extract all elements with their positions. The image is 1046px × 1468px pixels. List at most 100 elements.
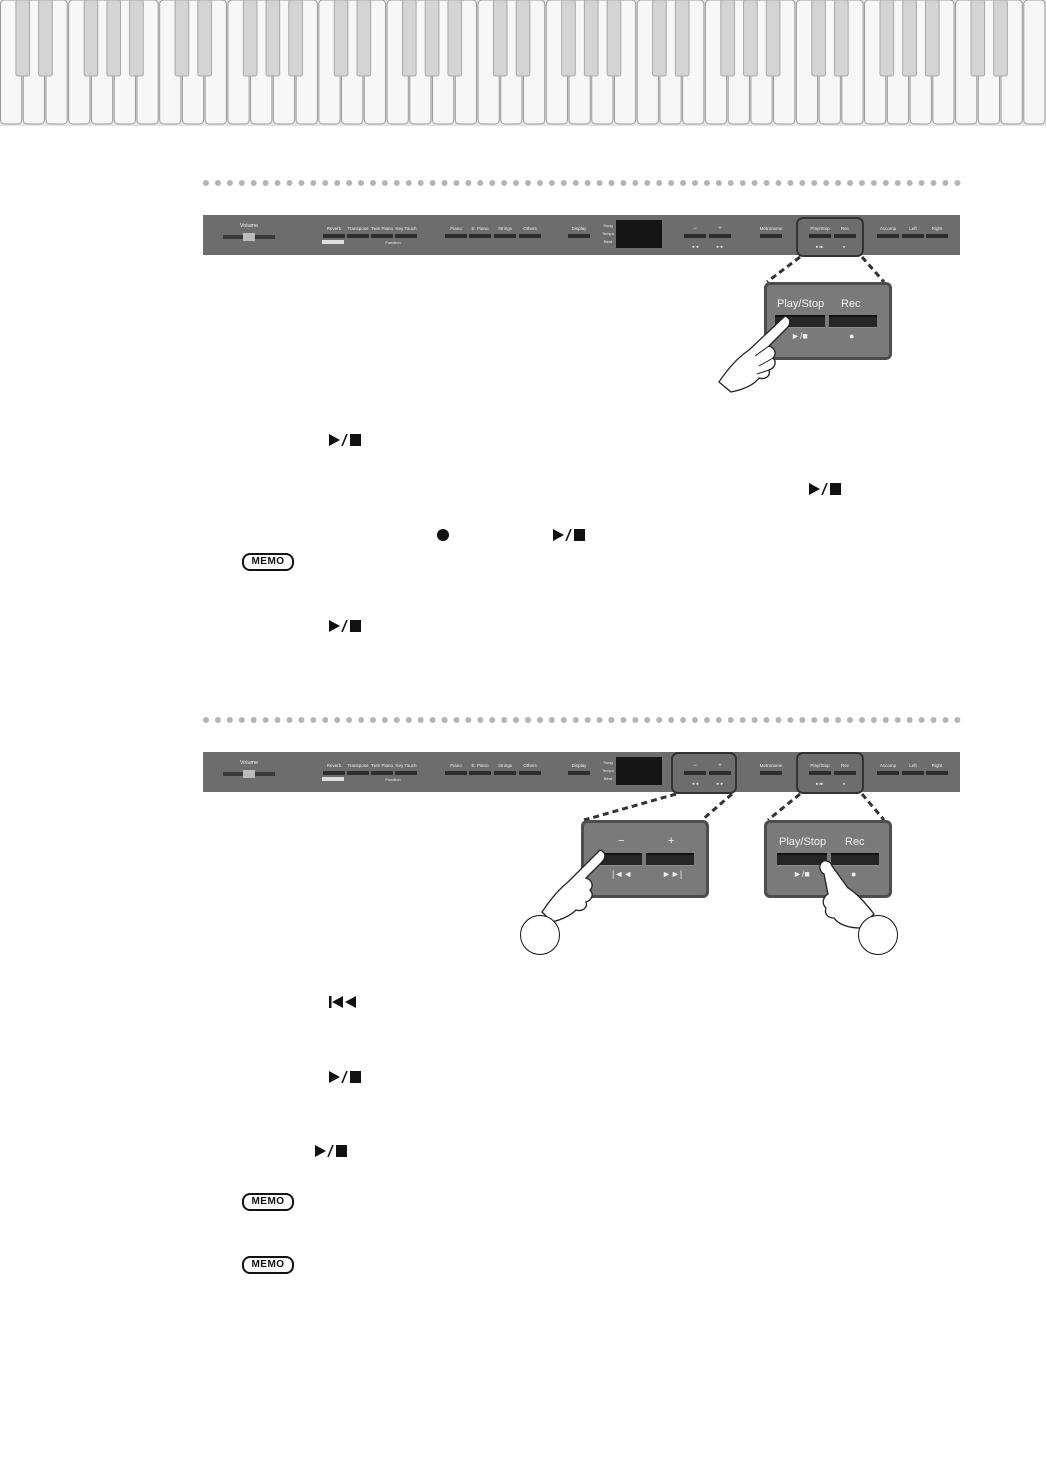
panel-label: Rec xyxy=(841,763,850,768)
panel-label: Key Touch xyxy=(396,226,417,231)
memo-badge: MEMO xyxy=(242,1256,294,1274)
zoom-connectors-bottom xyxy=(583,752,886,822)
panel-label: ►/■ xyxy=(815,781,823,786)
panel-label: E. Piano xyxy=(471,226,489,231)
panel-label: Play/Stop xyxy=(810,226,830,231)
minus-button[interactable] xyxy=(596,853,642,866)
memo-badge: MEMO xyxy=(242,1193,294,1211)
panel-button[interactable] xyxy=(469,234,491,238)
rec-button[interactable] xyxy=(829,315,877,328)
play-stop-label: Play/Stop xyxy=(779,836,827,848)
led-display xyxy=(616,220,662,248)
black-key xyxy=(356,0,372,77)
panel-label: ►► xyxy=(716,781,724,786)
black-key xyxy=(765,0,781,77)
plus-button[interactable] xyxy=(646,853,694,866)
panel-button[interactable] xyxy=(445,234,467,238)
panel-button[interactable] xyxy=(902,771,924,775)
zoom-minus-plus: − + |◄◄ ►►| xyxy=(581,820,709,898)
black-key xyxy=(447,0,463,77)
black-key xyxy=(924,0,940,77)
panel-button[interactable] xyxy=(371,234,393,238)
black-key xyxy=(197,0,212,77)
black-key xyxy=(902,0,917,77)
fast-forward-icon: ►►| xyxy=(662,869,683,879)
rec-button[interactable] xyxy=(831,853,879,866)
panel-button[interactable] xyxy=(395,771,417,775)
memo-badge: MEMO xyxy=(242,553,294,571)
panel-button[interactable] xyxy=(760,234,782,238)
volume-knob[interactable] xyxy=(243,233,255,241)
black-key xyxy=(38,0,53,77)
pressing-hand-icon xyxy=(819,860,875,929)
panel-button[interactable] xyxy=(760,771,782,775)
panel-label: Others xyxy=(523,763,537,768)
panel-sub-badge xyxy=(322,240,344,244)
led-display xyxy=(616,757,662,785)
panel-button[interactable] xyxy=(371,771,393,775)
rec-dot-icon: ● xyxy=(849,331,855,341)
minus-label: − xyxy=(618,835,625,847)
panel-label: Right xyxy=(932,226,943,231)
play-stop-icon: ►/■ xyxy=(791,331,808,341)
black-key xyxy=(106,0,122,77)
panel-button[interactable] xyxy=(926,234,948,238)
panel-label: − xyxy=(693,763,697,769)
pressing-hand-icon xyxy=(541,849,606,923)
panel-label: Volume xyxy=(240,760,258,766)
rewind-icon: |◄◄ xyxy=(612,869,633,879)
panel-button[interactable] xyxy=(809,234,831,238)
panel-button[interactable] xyxy=(926,771,948,775)
panel-label: ◄◄ xyxy=(691,244,699,249)
panel-button[interactable] xyxy=(445,771,467,775)
panel-button[interactable] xyxy=(347,771,369,775)
black-key xyxy=(83,0,99,77)
volume-knob[interactable] xyxy=(243,770,255,778)
black-key xyxy=(288,0,303,77)
black-key xyxy=(174,0,190,77)
black-key xyxy=(993,0,1008,77)
panel-button[interactable] xyxy=(347,234,369,238)
panel-button[interactable] xyxy=(877,771,899,775)
play-stop-button[interactable] xyxy=(777,853,827,866)
panel-button[interactable] xyxy=(323,234,345,238)
panel-button[interactable] xyxy=(902,234,924,238)
panel-label: Right xyxy=(932,763,943,768)
panel-button[interactable] xyxy=(519,234,541,238)
panel-label: ►► xyxy=(716,244,724,249)
play-stop-icon xyxy=(315,1145,347,1157)
panel-button[interactable] xyxy=(834,234,856,238)
black-key xyxy=(811,0,826,77)
section-divider-1 xyxy=(203,180,961,186)
panel-label: Metronome xyxy=(760,763,783,768)
panel-button[interactable] xyxy=(568,771,590,775)
panel-button[interactable] xyxy=(469,771,491,775)
panel-button[interactable] xyxy=(494,771,516,775)
white-key xyxy=(1023,0,1046,125)
black-key xyxy=(970,0,986,77)
panel-button[interactable] xyxy=(519,771,541,775)
panel-button[interactable] xyxy=(877,234,899,238)
play-stop-label: Play/Stop xyxy=(777,298,825,310)
panel-button[interactable] xyxy=(834,771,856,775)
panel-label: Tempo xyxy=(602,231,615,236)
plus-button[interactable] xyxy=(709,234,731,238)
panel-label: ►/■ xyxy=(815,244,823,249)
panel-button[interactable] xyxy=(809,771,831,775)
rec-label: Rec xyxy=(845,836,865,848)
panel-label: Accomp xyxy=(880,226,897,231)
plus-button[interactable] xyxy=(709,771,731,775)
panel-label: Twin Piano xyxy=(371,763,394,768)
panel-label: Reverb xyxy=(327,226,342,231)
minus-button[interactable] xyxy=(684,234,706,238)
play-stop-icon xyxy=(329,434,361,446)
panel-button[interactable] xyxy=(568,234,590,238)
section-divider-2 xyxy=(203,717,961,723)
rec-dot-icon xyxy=(437,529,449,541)
minus-button[interactable] xyxy=(684,771,706,775)
panel-button[interactable] xyxy=(323,771,345,775)
panel-button[interactable] xyxy=(395,234,417,238)
panel-label: Accomp xyxy=(880,763,897,768)
panel-button[interactable] xyxy=(494,234,516,238)
